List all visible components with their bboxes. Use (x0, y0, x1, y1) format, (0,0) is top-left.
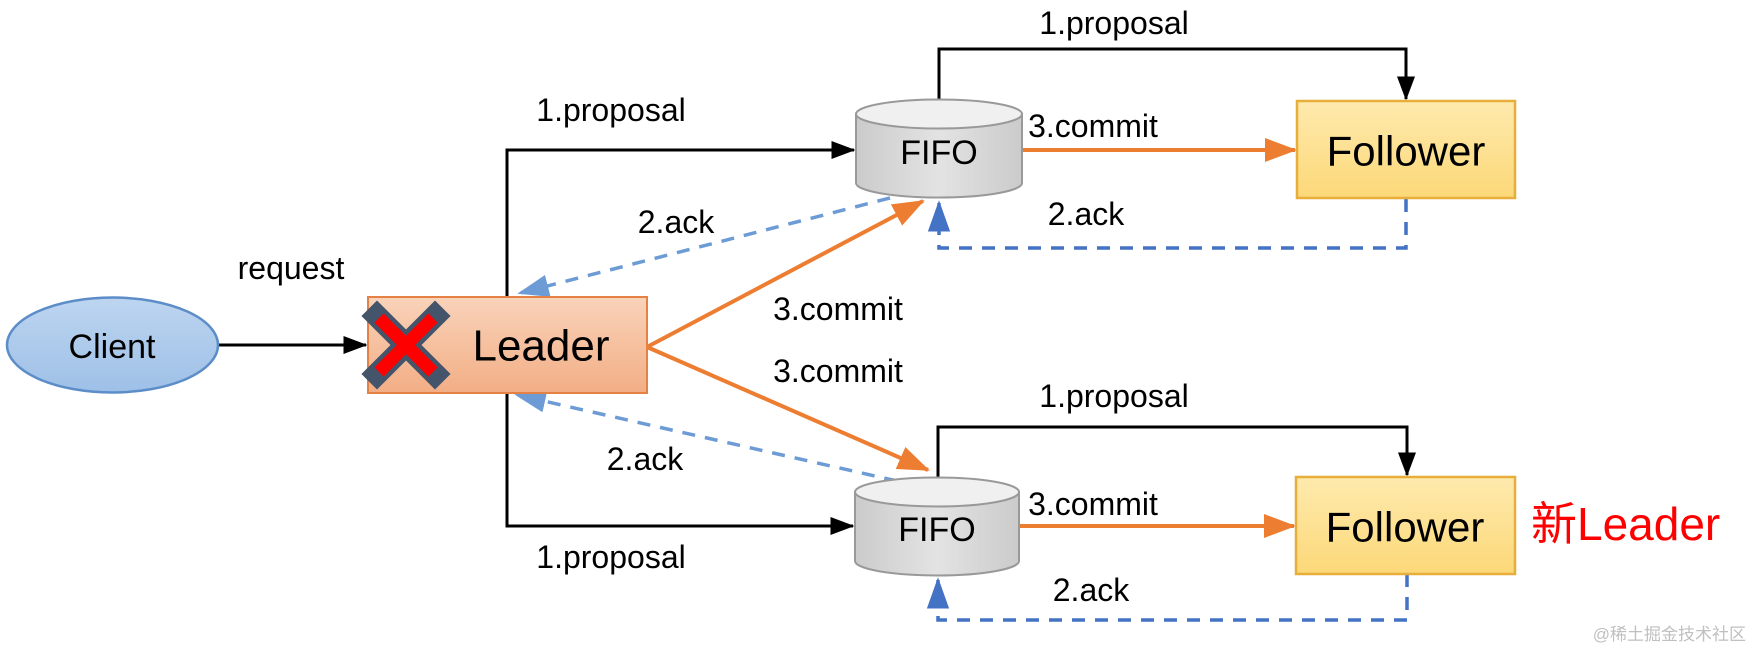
edge-ack-bottom-left-arrow (514, 390, 898, 483)
commit-bottom-right-label: 3.commit (1028, 486, 1158, 522)
ack-top-right-label: 2.ack (1048, 196, 1125, 232)
proposal-bottom-left-label: 1.proposal (536, 539, 685, 575)
follower-bottom-label: Follower (1326, 504, 1485, 551)
fifo-top-cylinder-top (855, 98, 1023, 130)
fifo-top-node: FIFO (855, 98, 1023, 199)
edge-proposal-bottom-left-arrow (505, 393, 855, 535)
edge-commit-mid-top-arrow (646, 199, 925, 349)
edge-commit-mid-bottom-arrow (646, 345, 930, 472)
edge-ack-top-right-arrow (927, 199, 1408, 250)
edge-ack-bottom-right-arrow (926, 574, 1409, 622)
fifo-bottom-label: FIFO (898, 511, 975, 549)
commit-mid-bottom-label: 3.commit (773, 353, 903, 389)
client-label: Client (69, 328, 156, 366)
ack-bottom-right-label: 2.ack (1053, 572, 1130, 608)
commit-mid-top-label: 3.commit (773, 291, 903, 327)
watermark: @稀土掘金技术社区 (1593, 625, 1746, 644)
ack-top-left-label: 2.ack (638, 204, 715, 240)
edge-proposal-top-right-arrow (937, 47, 1415, 101)
fifo-bottom-cylinder-top (854, 476, 1020, 508)
proposal-top-left-label: 1.proposal (536, 92, 685, 128)
edge-ack-top-left-arrow (517, 196, 891, 297)
new-leader-annotation: 新Leader (1531, 498, 1720, 550)
fifo-bottom-node: FIFO (854, 476, 1020, 577)
ack-bottom-left-label: 2.ack (607, 441, 684, 477)
failed-x-icon (361, 300, 451, 390)
proposal-top-right-label: 1.proposal (1039, 5, 1188, 41)
edge-labels: request 1.proposal 1.proposal 1.proposal… (238, 5, 1189, 608)
follower-bottom-node: Follower (1294, 475, 1517, 576)
fifo-top-cylinder-body (855, 114, 1023, 199)
edges (218, 47, 1416, 622)
leader-label: Leader (472, 322, 609, 371)
leader-node: Leader (361, 296, 648, 394)
request-label: request (238, 250, 345, 286)
follower-bottom-shape (1294, 475, 1517, 576)
fifo-bottom-cylinder-body (854, 492, 1020, 577)
client-node: Client (5, 296, 220, 394)
follower-top-node: Follower (1295, 99, 1517, 200)
follower-top-label: Follower (1327, 128, 1486, 175)
edge-proposal-bottom-right-arrow (936, 425, 1416, 478)
client-shape (5, 296, 220, 394)
fifo-top-label: FIFO (900, 134, 977, 172)
commit-top-right-label: 3.commit (1028, 108, 1158, 144)
edge-proposal-top-left-arrow (505, 141, 856, 297)
follower-top-shape (1295, 99, 1517, 200)
proposal-bottom-right-label: 1.proposal (1039, 378, 1188, 414)
